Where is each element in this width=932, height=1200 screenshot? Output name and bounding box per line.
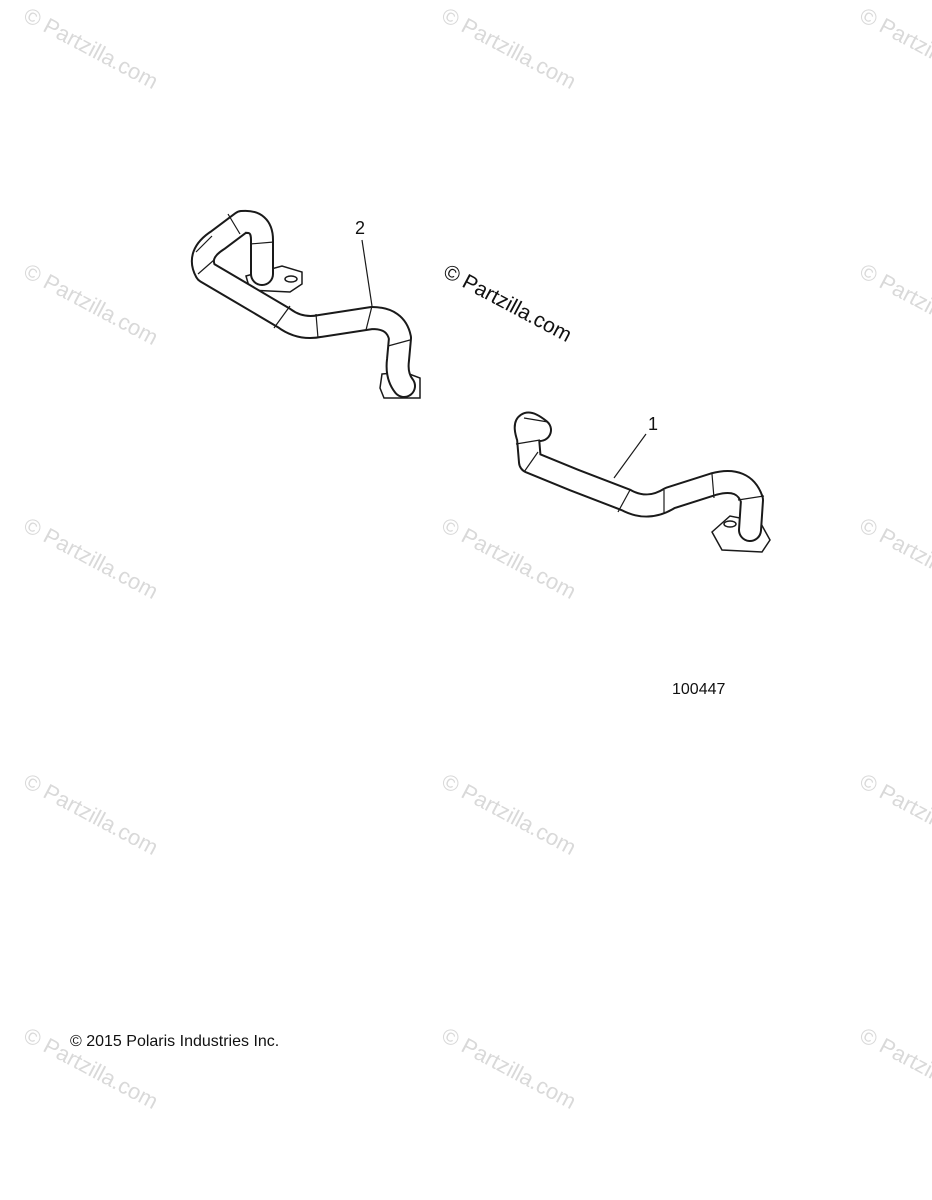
- diagram-reference-number: 100447: [672, 681, 725, 698]
- watermark: © Partzilla.com: [438, 768, 581, 860]
- watermark: © Partzilla.com: [20, 258, 163, 350]
- part-1-tube-fill: [515, 413, 762, 540]
- part-1-seam: [515, 439, 541, 445]
- part-1-seam: [523, 417, 549, 423]
- part-2-tube-outline: [191, 209, 416, 398]
- watermark: © Partzilla.com: [20, 2, 163, 94]
- part-1-seam: [711, 473, 715, 499]
- center-watermark: © Partzilla.com: [440, 260, 576, 347]
- part-2-seam: [195, 235, 213, 253]
- part-2-tube-fill: [193, 211, 414, 396]
- copyright-notice: © 2015 Polaris Industries Inc.: [70, 1033, 279, 1050]
- part-1-seam: [737, 495, 765, 501]
- watermark: © Partzilla.com: [856, 258, 932, 350]
- watermark: © Partzilla.com: [20, 512, 163, 604]
- part-2-seam: [273, 305, 291, 329]
- part-1-mount-hole: [723, 520, 737, 528]
- watermark: © Partzilla.com: [856, 1022, 932, 1114]
- part-2-seam: [387, 339, 411, 347]
- part-1-seam: [523, 451, 539, 473]
- watermark: © Partzilla.com: [438, 1022, 581, 1114]
- part-2-bumper-tube: 2: [191, 209, 421, 399]
- part-1-leader-line: [613, 433, 647, 479]
- watermark: © Partzilla.com: [438, 512, 581, 604]
- part-1-bumper-tube: 1: [513, 411, 771, 553]
- part-2-seam: [365, 305, 373, 331]
- part-2-seam: [315, 313, 319, 339]
- part-2-seam: [227, 213, 241, 235]
- part-1-seam: [617, 489, 631, 513]
- part-2-mount-hole: [284, 275, 298, 283]
- watermark: © Partzilla.com: [856, 512, 932, 604]
- watermark: © Partzilla.com: [856, 2, 932, 94]
- watermark: © Partzilla.com: [856, 768, 932, 860]
- callout-2: 2: [355, 218, 365, 238]
- part-2-seam: [249, 241, 275, 245]
- callout-1: 1: [648, 414, 658, 434]
- watermark: © Partzilla.com: [20, 768, 163, 860]
- watermark-grid: © Partzilla.com © Partzilla.com © Partzi…: [20, 2, 932, 1114]
- watermark: © Partzilla.com: [438, 2, 581, 94]
- part-2-seam: [197, 259, 215, 275]
- part-2-leader-line: [361, 239, 373, 307]
